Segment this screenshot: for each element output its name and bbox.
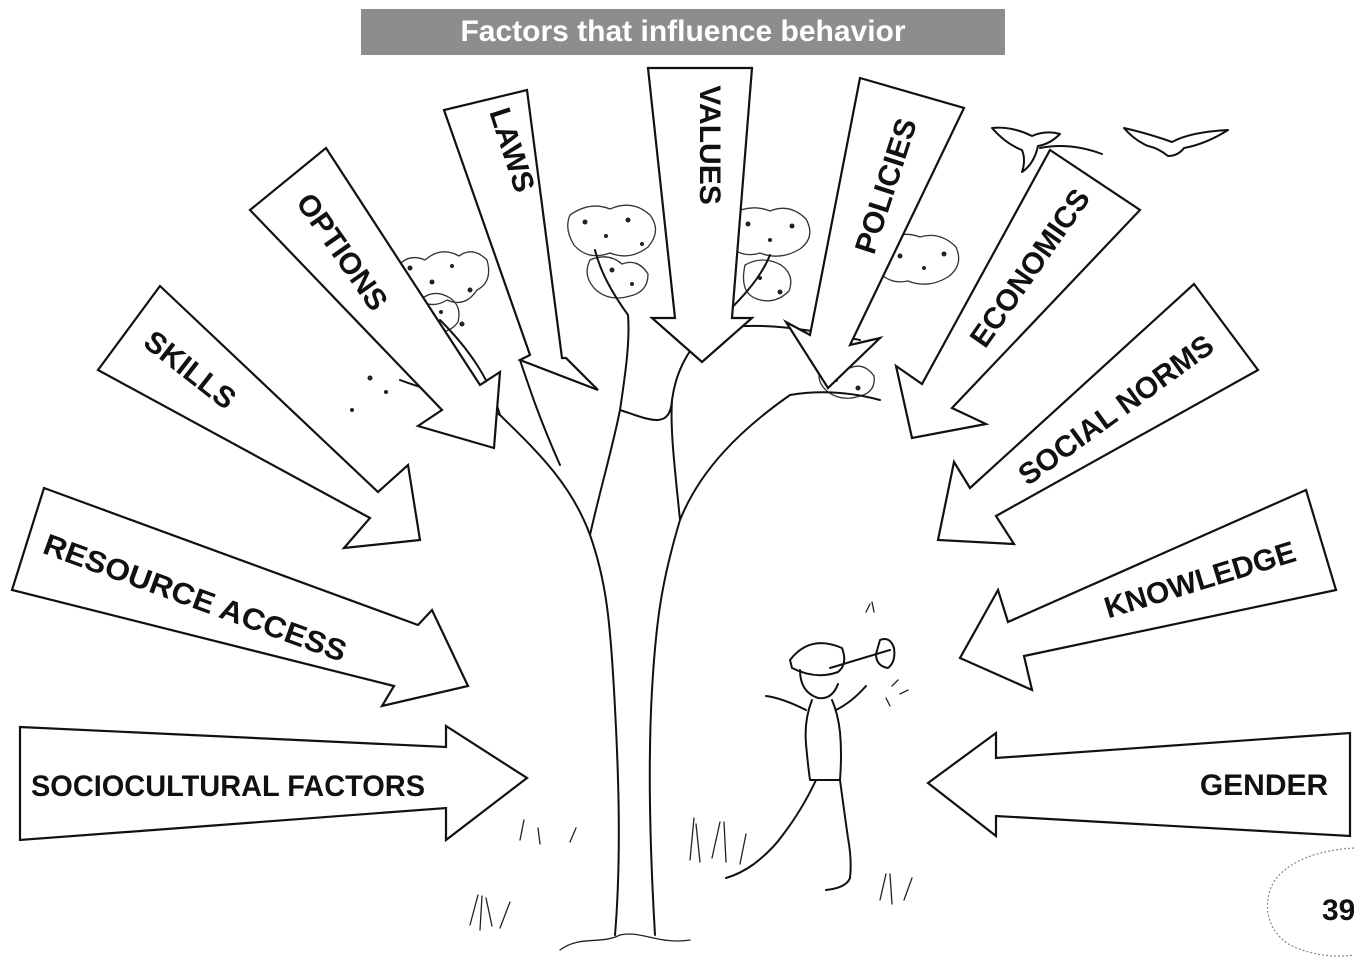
chop-marks	[865, 601, 909, 707]
tree-illustration	[350, 204, 960, 951]
axe	[829, 638, 896, 669]
arrow-gender: GENDER	[926, 730, 1352, 839]
arrow-options: OPTIONS	[248, 146, 502, 450]
page-number-blob	[1266, 847, 1354, 957]
arrow-sociocultural-factors: SOCIOCULTURAL FACTORS	[18, 723, 529, 843]
person-with-axe	[725, 601, 909, 891]
grass	[469, 817, 913, 951]
label-values: VALUES	[693, 85, 726, 204]
page-number: 39	[1322, 894, 1354, 927]
label-gender: GENDER	[1200, 769, 1329, 802]
label-sociocultural-factors: SOCIOCULTURAL FACTORS	[31, 770, 425, 803]
bird-left	[991, 126, 1103, 173]
diagram-title: Factors that influence behavior	[361, 9, 1005, 55]
arrow-skills: SKILLS	[96, 284, 422, 550]
person-figure	[725, 642, 867, 891]
birds	[991, 126, 1229, 173]
label-social-norms: SOCIAL NORMS	[1012, 329, 1220, 493]
arrow-policies: POLICIES	[782, 76, 966, 390]
arrow-laws: LAWS	[442, 88, 599, 392]
leaf-marks	[350, 217, 947, 412]
bird-right	[1123, 127, 1229, 157]
page-number-badge: 39	[1266, 847, 1354, 957]
arrow-values: VALUES	[646, 66, 755, 364]
arrow-knowledge: KNOWLEDGE	[958, 488, 1338, 692]
